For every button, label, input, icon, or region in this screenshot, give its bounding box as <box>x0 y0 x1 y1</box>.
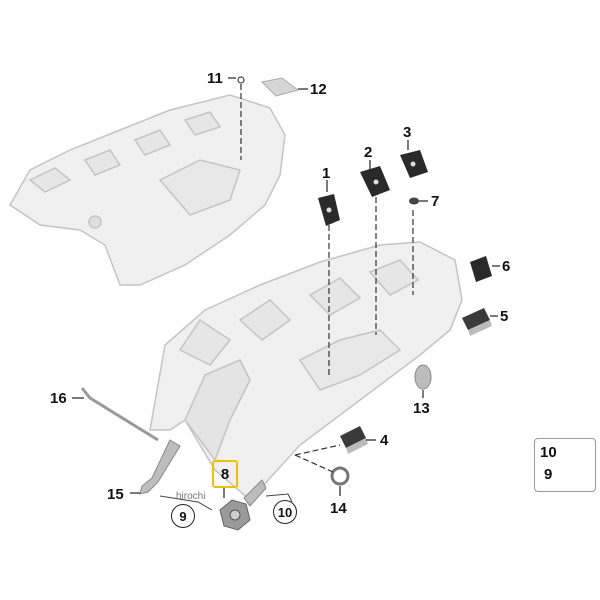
callout-9-circled: 9 <box>171 504 195 528</box>
part-6 <box>470 256 500 282</box>
callout-3: 3 <box>403 124 412 141</box>
pad-12 <box>260 77 300 97</box>
callout-4: 4 <box>380 432 389 449</box>
part-1 <box>318 194 340 375</box>
callout-11: 11 <box>207 70 223 87</box>
callout-7: 7 <box>431 193 440 210</box>
callout-6: 6 <box>502 258 511 275</box>
callout-10-circled: 10 <box>273 500 297 524</box>
part-3 <box>400 150 428 295</box>
inset-box <box>534 438 596 492</box>
part-8 <box>219 479 267 531</box>
part-5 <box>462 308 498 336</box>
callout-5: 5 <box>500 308 509 325</box>
screw-11 <box>237 76 245 160</box>
bracket-9 <box>159 495 213 511</box>
callout-12: 12 <box>310 81 327 98</box>
upper-cover <box>9 94 286 286</box>
part-2 <box>360 166 390 335</box>
callout-15: 15 <box>107 486 124 503</box>
inset-callout-9: 9 <box>544 466 553 483</box>
callout-8-highlighted: 8 <box>212 460 238 488</box>
callout-13: 13 <box>413 400 430 417</box>
part-4 <box>294 426 376 456</box>
lower-housing <box>149 241 463 502</box>
bracket-10 <box>265 493 293 503</box>
callout-16: 16 <box>50 390 67 407</box>
part-16 <box>72 387 159 442</box>
part-15 <box>130 439 181 495</box>
callout-2: 2 <box>364 144 373 161</box>
callout-1: 1 <box>322 165 331 182</box>
part-14 <box>294 454 350 496</box>
inset-callout-10: 10 <box>540 444 557 461</box>
callout-14: 14 <box>330 500 347 517</box>
part-7 <box>409 197 428 205</box>
part-13 <box>414 364 432 398</box>
watermark: hirochi <box>176 491 206 502</box>
